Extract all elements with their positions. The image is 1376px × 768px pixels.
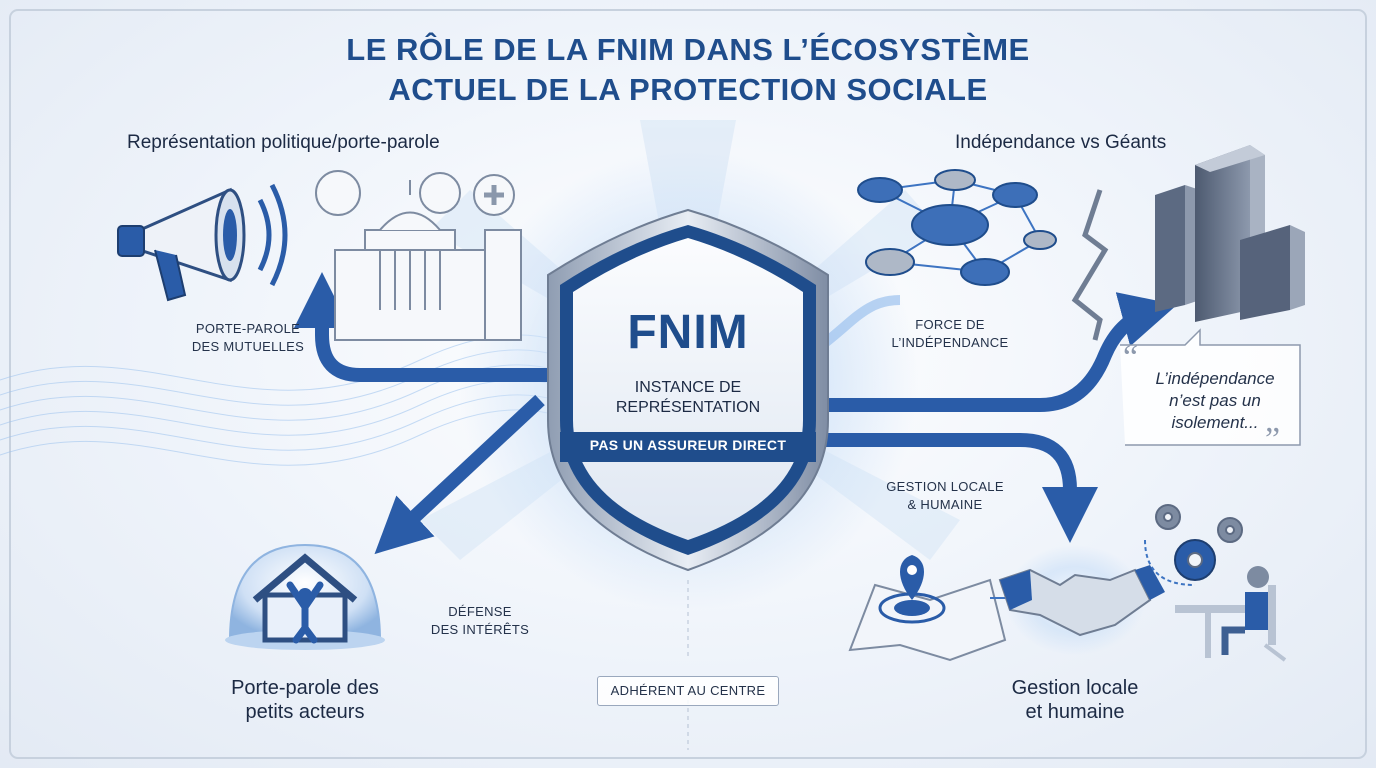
label-adherent-centre: ADHÉRENT AU CENTRE [597, 676, 779, 706]
gears-icon [1144, 504, 1243, 586]
section-title-gestion: Gestion locale et humaine [975, 676, 1175, 724]
gestion-line1: Gestion locale [1011, 677, 1139, 699]
fnim-shield [547, 208, 829, 572]
page-title-line1: LE RÔLE DE LA FNIM DANS L’ÉCOSYSTÈME [346, 32, 1030, 67]
label-gestion-line2: & HUMAINE [907, 497, 983, 512]
shield-subtitle-line2: REPRÉSENTATION [615, 399, 761, 416]
quote-line1: L’indépendance [1155, 369, 1275, 388]
house-icon [225, 543, 385, 650]
label-defense-line2: DES INTÉRÊTS [430, 622, 530, 637]
petits-acteurs-line2: petits acteurs [245, 701, 365, 723]
flow-arrows [294, 272, 1178, 555]
label-porte-parole-line2: DES MUTUELLES [191, 339, 305, 354]
map-pin-icon [848, 555, 1030, 662]
shield-subtitle-line1: INSTANCE DE [634, 379, 742, 396]
quote-bubble: “ ” [1120, 328, 1301, 458]
institution-seal-icons [315, 170, 515, 216]
close-quote-icon: ” [1265, 421, 1280, 458]
network-nodes [857, 169, 1057, 286]
section-title-independance: Indépendance vs Géants [955, 132, 1167, 153]
arrow-to-independance [815, 292, 1178, 412]
label-defense-interets: DÉFENSE DES INTÉRÊTS [420, 603, 540, 639]
label-gestion-line1: GESTION LOCALE [886, 479, 1004, 494]
section-title-representation: Représentation politique/porte-parole [127, 132, 440, 153]
petits-acteurs-line1: Porte-parole des [231, 677, 379, 699]
section-title-petits-acteurs: Porte-parole des petits acteurs [200, 676, 410, 724]
arrow-to-petits-acteurs [374, 394, 545, 555]
government-building-icon [334, 180, 522, 341]
quote-line3: isolement... [1171, 413, 1259, 432]
quote-line2: n’est pas un [1169, 391, 1261, 410]
person-at-desk-icon [1175, 566, 1287, 662]
open-quote-icon: “ [1123, 339, 1138, 376]
label-force-line2: L’INDÉPENDANCE [891, 335, 1009, 350]
quote-independance: L’indépendance n’est pas un isolement... [1135, 368, 1295, 434]
giant-blocks-icon [1155, 145, 1305, 322]
arrow-to-gestion [815, 433, 1098, 543]
page-title: LE RÔLE DE LA FNIM DANS L’ÉCOSYSTÈME ACT… [0, 30, 1376, 110]
label-defense-line1: DÉFENSE [448, 604, 512, 619]
shield-subtitle: INSTANCE DE REPRÉSENTATION [588, 378, 788, 418]
handshake-icon [998, 545, 1165, 655]
label-force-independance: FORCE DE L’INDÉPENDANCE [880, 316, 1020, 352]
label-force-line1: FORCE DE [915, 317, 985, 332]
label-porte-parole-line1: PORTE-PAROLE [195, 321, 301, 336]
megaphone-icon [117, 183, 288, 302]
crack-icon [1071, 189, 1109, 341]
shield-banner: PAS UN ASSUREUR DIRECT [589, 437, 787, 453]
label-porte-parole-mutuelles: PORTE-PAROLE DES MUTUELLES [178, 320, 318, 356]
arrow-to-representation [294, 272, 560, 382]
label-gestion-locale-humaine: GESTION LOCALE & HUMAINE [870, 478, 1020, 514]
shield-name: FNIM [627, 306, 749, 359]
gestion-line2: et humaine [1025, 701, 1125, 723]
outer-frame [9, 9, 1367, 759]
page-title-line2: ACTUEL DE LA PROTECTION SOCIALE [388, 72, 988, 107]
